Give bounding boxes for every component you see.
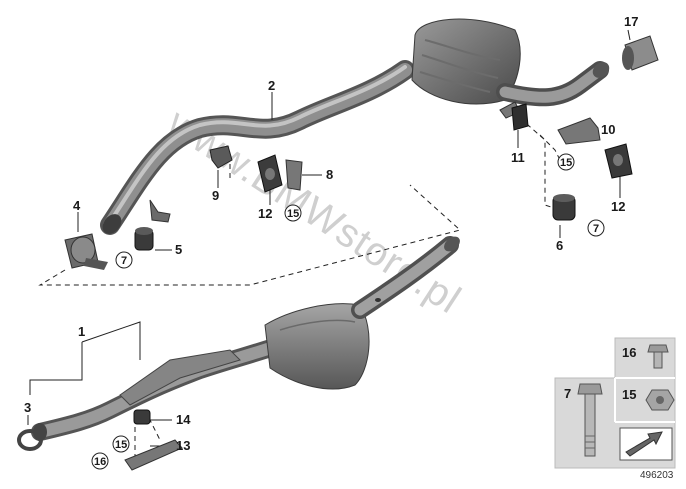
front-pipe-catalytic-converter xyxy=(31,236,460,441)
callout-15-rear: 15 xyxy=(560,157,572,169)
callout-15-lower: 15 xyxy=(115,439,127,451)
nut-15-icon xyxy=(645,389,675,411)
callout-14: 14 xyxy=(176,412,191,427)
callout-5: 5 xyxy=(175,242,182,257)
callout-3: 3 xyxy=(24,400,31,415)
callout-7-rear: 7 xyxy=(593,223,599,235)
bolt-16-icon xyxy=(647,344,669,369)
callout-4: 4 xyxy=(73,198,81,213)
callout-9: 9 xyxy=(212,188,219,203)
legend-label-16: 16 xyxy=(622,345,636,360)
arrow-icon xyxy=(619,427,673,461)
legend-label-7: 7 xyxy=(564,386,571,401)
callout-16-lower: 16 xyxy=(94,456,106,468)
callout-2: 2 xyxy=(268,78,275,93)
callout-1: 1 xyxy=(78,324,85,339)
reference-number: 496203 xyxy=(640,470,674,481)
callout-17: 17 xyxy=(624,14,638,29)
fastener-legend: 16 7 15 xyxy=(554,337,676,469)
hangers-and-clamps xyxy=(17,35,659,471)
callout-13: 13 xyxy=(176,438,190,453)
callout-12-front: 12 xyxy=(258,206,272,221)
bolt-7-icon xyxy=(577,383,603,457)
callout-10: 10 xyxy=(601,122,615,137)
connection-lines xyxy=(38,117,561,460)
callout-11: 11 xyxy=(511,150,525,165)
callout-8: 8 xyxy=(326,167,333,182)
legend-label-15: 15 xyxy=(622,387,636,402)
callout-15-front: 15 xyxy=(287,208,299,220)
callout-12-rear: 12 xyxy=(611,199,625,214)
rear-silencer-assembly xyxy=(100,18,610,235)
callout-6: 6 xyxy=(556,238,563,253)
callout-7-front: 7 xyxy=(121,255,127,267)
callout-labels: 2 4 5 8 9 12 10 11 12 6 17 1 3 14 13 7 7… xyxy=(24,14,638,470)
